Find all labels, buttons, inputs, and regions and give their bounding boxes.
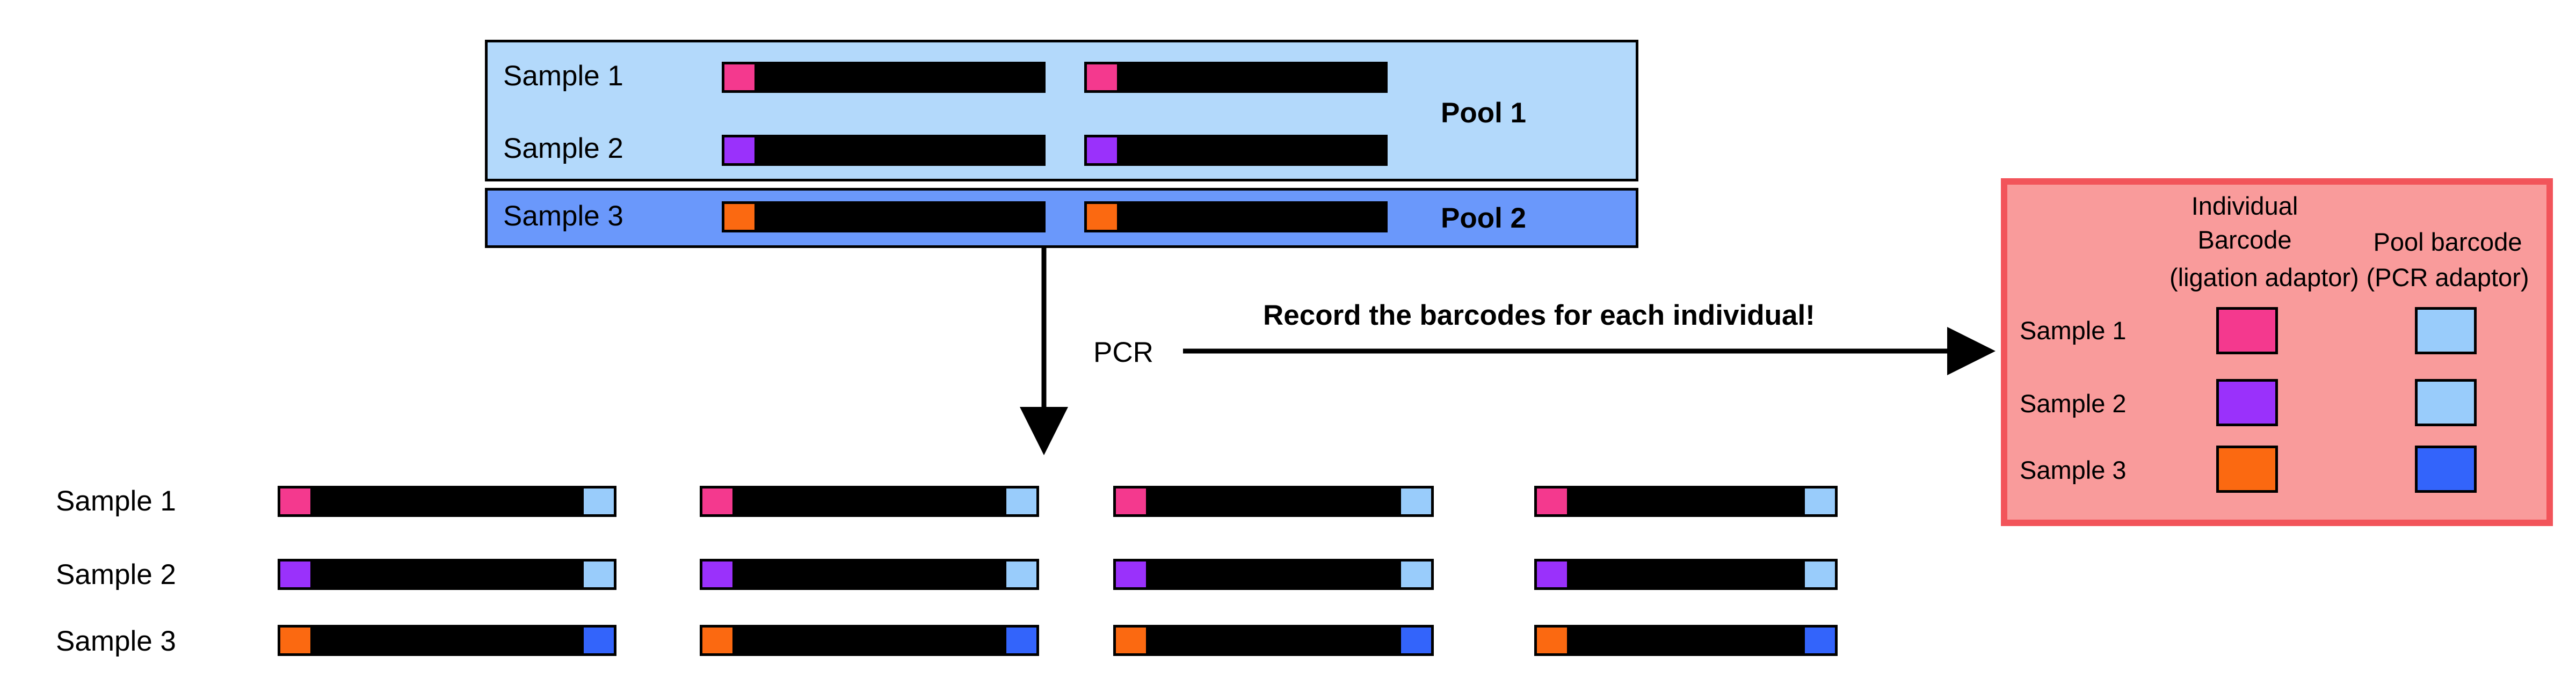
pcr-product-molecule: [1113, 625, 1434, 656]
individual-barcode-header-line3: (ligation adaptor): [2169, 263, 2359, 291]
legend-sample-1-label: Sample 1: [2020, 316, 2127, 345]
individual-barcode: [722, 135, 757, 166]
pool-molecule: [722, 62, 1046, 93]
output-sample-3-label: Sample 3: [56, 625, 176, 657]
individual-barcode: [722, 201, 757, 232]
sample-1-pool-barcode-swatch: [2415, 307, 2477, 354]
legend-sample-2-label: Sample 2: [2020, 389, 2127, 418]
pool-molecule: [1084, 135, 1388, 166]
pcr-product-molecule: [278, 486, 616, 517]
pool-2-box: [485, 188, 1638, 248]
pcr-product-molecule: [1113, 486, 1434, 517]
individual-barcode: [700, 559, 735, 590]
pool-sample-3-label: Sample 3: [503, 200, 623, 232]
pool-barcode: [1802, 625, 1838, 656]
pcr-product-molecule: [1534, 486, 1838, 517]
pool-molecule: [1084, 201, 1388, 232]
pool-barcode: [1398, 559, 1434, 590]
sample-3-pool-barcode-swatch: [2415, 446, 2477, 493]
individual-barcode: [278, 486, 313, 517]
pool-barcode: [1802, 486, 1838, 517]
pcr-product-molecule: [1534, 625, 1838, 656]
individual-barcode: [700, 486, 735, 517]
individual-barcode: [700, 625, 735, 656]
pool-molecule: [1084, 62, 1388, 93]
individual-barcode: [278, 559, 313, 590]
sample-2-individual-barcode-swatch: [2216, 379, 2278, 426]
pool-1-label: Pool 1: [1441, 97, 1527, 129]
pcr-product-molecule: [278, 625, 616, 656]
individual-barcode: [278, 625, 313, 656]
individual-barcode: [1534, 559, 1570, 590]
sample-1-individual-barcode-swatch: [2216, 307, 2278, 354]
individual-barcode: [1113, 486, 1149, 517]
pool-barcode: [1398, 486, 1434, 517]
pool-barcode: [1004, 486, 1039, 517]
individual-barcode: [1534, 486, 1570, 517]
individual-barcode-header-line2: Barcode: [2197, 225, 2292, 254]
pool-barcode: [1004, 625, 1039, 656]
record-barcodes-note: Record the barcodes for each individual!: [1263, 300, 1815, 331]
pcr-label: PCR: [1093, 337, 1153, 368]
individual-barcode: [1084, 201, 1120, 232]
pool-barcode: [1802, 559, 1838, 590]
pool-barcode: [1004, 559, 1039, 590]
pool-molecule: [722, 135, 1046, 166]
pool-molecule: [722, 201, 1046, 232]
pool-barcode-header-line1: Pool barcode: [2373, 228, 2522, 256]
pool-barcode: [581, 486, 616, 517]
pcr-product-molecule: [1534, 559, 1838, 590]
pool-barcode: [1398, 625, 1434, 656]
pcr-product-molecule: [700, 559, 1039, 590]
individual-barcode: [1534, 625, 1570, 656]
legend-sample-3-label: Sample 3: [2020, 456, 2127, 484]
sample-2-pool-barcode-swatch: [2415, 379, 2477, 426]
individual-barcode: [1084, 62, 1120, 93]
pool-barcode-header-line2: (PCR adaptor): [2366, 263, 2529, 291]
pool-barcode: [581, 559, 616, 590]
output-sample-2-label: Sample 2: [56, 559, 176, 590]
pool-sample-1-label: Sample 1: [503, 60, 623, 92]
individual-barcode: [1113, 625, 1149, 656]
pool-2-label: Pool 2: [1441, 202, 1527, 234]
pool-barcode: [581, 625, 616, 656]
output-sample-1-label: Sample 1: [56, 485, 176, 517]
pool-sample-2-label: Sample 2: [503, 133, 623, 164]
pcr-product-molecule: [278, 559, 616, 590]
pcr-product-molecule: [700, 486, 1039, 517]
sample-3-individual-barcode-swatch: [2216, 446, 2278, 493]
individual-barcode-header-line1: Individual: [2191, 192, 2298, 220]
individual-barcode: [1084, 135, 1120, 166]
pcr-product-molecule: [700, 625, 1039, 656]
individual-barcode: [1113, 559, 1149, 590]
individual-barcode: [722, 62, 757, 93]
pool-1-box: [485, 40, 1638, 181]
pcr-product-molecule: [1113, 559, 1434, 590]
